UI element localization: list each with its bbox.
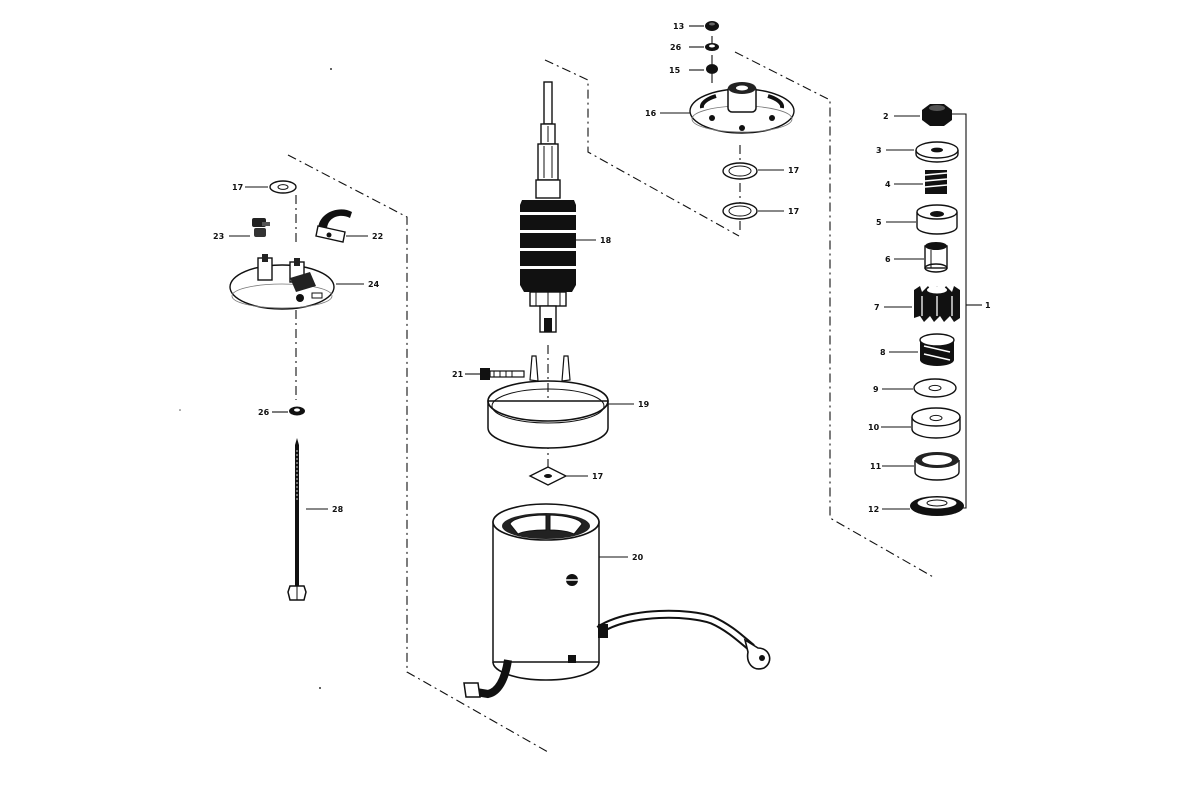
callout-19: 19 <box>638 400 650 409</box>
callout-labels: 1 2 3 4 5 6 7 8 9 10 11 12 13 26 15 16 1… <box>213 22 991 562</box>
armature-18 <box>520 81 576 333</box>
callout-26-left: 26 <box>258 408 270 417</box>
callout-9: 9 <box>873 385 879 394</box>
nut-15 <box>706 64 718 74</box>
callout-21: 21 <box>452 370 464 379</box>
lockwasher-26-top <box>705 43 719 51</box>
nut-13 <box>705 21 719 31</box>
cup-11 <box>914 452 960 481</box>
callout-26-top: 26 <box>670 43 682 52</box>
callout-23: 23 <box>213 232 224 241</box>
callout-1: 1 <box>985 301 991 310</box>
assembly-guide-lines <box>287 36 936 753</box>
brush-plate-24 <box>229 254 335 310</box>
callout-7: 7 <box>874 303 880 312</box>
spring-4 <box>924 170 948 194</box>
cushion-10 <box>911 407 961 439</box>
callout-10: 10 <box>868 423 880 432</box>
callout-17-top-b: 17 <box>788 207 799 216</box>
callout-2: 2 <box>883 112 889 121</box>
brush-spring-clip-22 <box>315 209 352 243</box>
callout-28: 28 <box>332 505 344 514</box>
callout-22: 22 <box>372 232 383 241</box>
callout-20: 20 <box>632 553 644 562</box>
brush-23 <box>252 218 270 237</box>
callout-5: 5 <box>876 218 882 227</box>
stop-cup-12 <box>910 496 964 516</box>
callout-13: 13 <box>673 22 684 31</box>
callout-17-center: 17 <box>592 472 603 481</box>
nut-2 <box>922 104 952 126</box>
clamp-screw-21 <box>480 368 525 380</box>
cover-band-19 <box>487 355 609 449</box>
thrust-collar-3 <box>915 141 959 163</box>
lockwasher-26-left <box>289 406 305 416</box>
washer-17-top-a <box>722 162 758 180</box>
callout-8: 8 <box>880 348 886 357</box>
drive-assembly-bracket <box>944 113 982 509</box>
spring-retainer-5 <box>916 204 958 235</box>
callout-17-left: 17 <box>232 183 243 192</box>
callout-3: 3 <box>876 146 882 155</box>
callout-16: 16 <box>645 109 657 118</box>
field-frame-20 <box>463 503 771 699</box>
end-cap-16 <box>689 82 795 134</box>
callout-12: 12 <box>868 505 879 514</box>
washer-9 <box>913 378 957 398</box>
callout-17-top-a: 17 <box>788 166 799 175</box>
callout-24: 24 <box>368 280 380 289</box>
sleeve-6 <box>924 242 948 273</box>
scan-specks <box>179 68 332 689</box>
pinion-gear-7 <box>914 286 960 322</box>
leader-lines <box>229 25 924 558</box>
callout-18: 18 <box>600 236 612 245</box>
callout-4: 4 <box>885 180 891 189</box>
washer-17-top-b <box>722 202 758 220</box>
drive-sleeve-8 <box>919 333 955 366</box>
callout-15: 15 <box>669 66 681 75</box>
callout-6: 6 <box>885 255 891 264</box>
callout-11: 11 <box>870 462 882 471</box>
washer-17-left <box>269 180 297 194</box>
through-bolt-28 <box>287 438 307 601</box>
washer-17-center <box>528 466 568 486</box>
